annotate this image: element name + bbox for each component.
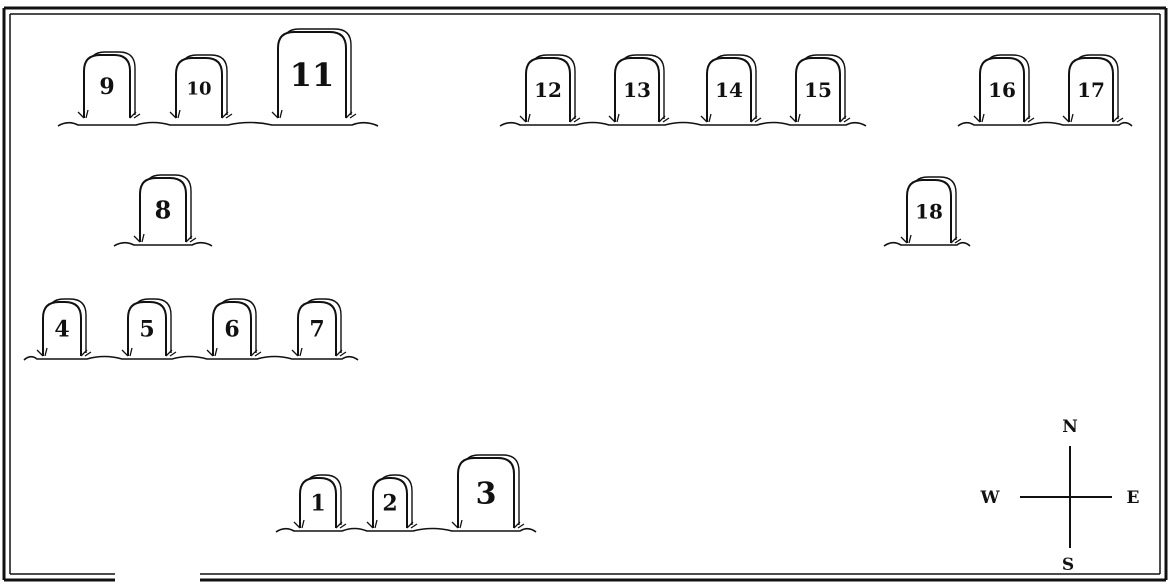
tombstone-7: 7 — [292, 299, 346, 356]
tombstone-4: 4 — [37, 299, 91, 356]
tombstone-1: 1 — [294, 475, 346, 528]
tombstone-8: 8 — [134, 175, 196, 242]
grass-ground-line — [958, 123, 1132, 127]
tombstone-15: 15 — [790, 55, 850, 122]
tombstone-number: 10 — [186, 78, 211, 99]
tombstone-13: 13 — [609, 55, 669, 122]
compass-south-label: S — [1062, 555, 1074, 575]
tombstone-2: 2 — [367, 475, 417, 528]
tombstone-5: 5 — [122, 299, 176, 356]
compass-west-label: W — [979, 488, 1000, 508]
grass-ground-line — [276, 529, 536, 533]
tombstone-number: 6 — [224, 317, 239, 343]
tombstone-number: 17 — [1077, 78, 1105, 102]
tombstone-number: 12 — [534, 78, 562, 102]
tombstone-11: 11 — [272, 29, 356, 118]
tombstone-16: 16 — [974, 55, 1034, 122]
tombstone-number: 15 — [804, 78, 832, 102]
tombstone-number: 3 — [476, 477, 497, 512]
tombstone-10: 10 — [170, 55, 232, 118]
tombstone-number: 1 — [310, 491, 325, 517]
tombstone-3: 3 — [452, 455, 524, 528]
grass-ground-line — [24, 357, 358, 361]
tombstone-14: 14 — [701, 55, 761, 122]
tombstone-9: 9 — [78, 52, 140, 118]
tombstone-number: 7 — [309, 317, 324, 343]
tombstone-6: 6 — [207, 299, 261, 356]
compass-cross-icon — [1020, 446, 1112, 548]
tombstone-17: 17 — [1063, 55, 1123, 122]
compass: N S E W — [979, 417, 1139, 575]
tombstone-number: 9 — [99, 74, 114, 100]
tombstone-18: 18 — [901, 177, 961, 243]
grass-ground-line — [884, 243, 970, 246]
tombstone-number: 18 — [915, 200, 943, 224]
tombstone-number: 16 — [988, 78, 1016, 102]
tombstone-number: 5 — [139, 317, 154, 343]
tombstone-number: 13 — [623, 78, 651, 102]
tombstone-number: 8 — [155, 195, 172, 224]
tombstone-number: 4 — [54, 317, 69, 343]
tombstone-number: 14 — [715, 78, 743, 102]
tombstone-12: 12 — [520, 55, 580, 122]
tombstone-number: 2 — [382, 491, 397, 517]
compass-east-label: E — [1127, 488, 1140, 508]
grass-ground-line — [58, 123, 378, 127]
tombstone-number: 11 — [290, 56, 335, 94]
grass-ground-line — [114, 243, 212, 246]
compass-north-label: N — [1062, 417, 1078, 437]
grass-ground-line — [500, 123, 866, 127]
